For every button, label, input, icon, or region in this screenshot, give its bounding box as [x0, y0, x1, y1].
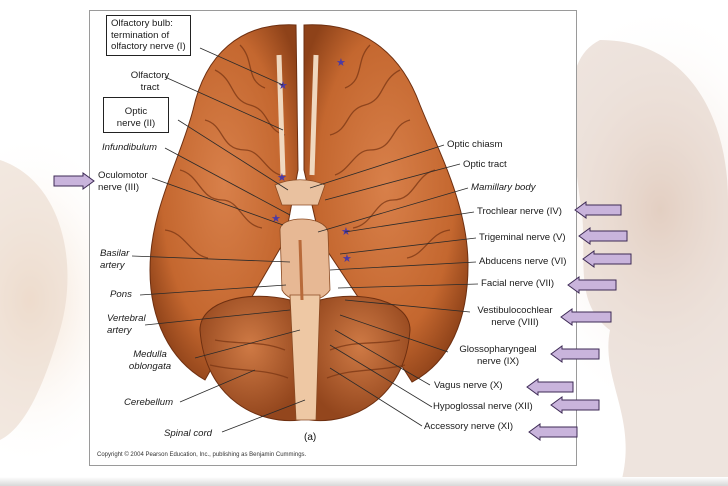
- label-basilar-artery: Basilar artery: [100, 248, 130, 271]
- pons-shape: [279, 218, 331, 302]
- brainstem: [289, 294, 321, 421]
- arrow-left-icon: [582, 250, 632, 268]
- label-optic-tract: Optic tract: [463, 159, 507, 170]
- label-spinal-cord: Spinal cord: [164, 428, 212, 439]
- arrow-left-icon: [578, 227, 628, 245]
- label-medulla: Medulla oblongata: [128, 349, 172, 372]
- label-olfactory-bulb: Olfactory bulb: termination of olfactory…: [106, 15, 191, 56]
- arrow-left-icon: [567, 276, 617, 294]
- label-infundibulum: Infundibulum: [102, 142, 157, 153]
- label-cerebellum: Cerebellum: [124, 397, 174, 408]
- label-vagus: Vagus nerve (X): [434, 380, 503, 391]
- label-trigeminal: Trigeminal nerve (V): [479, 232, 566, 243]
- arrow-left-icon: [526, 378, 574, 396]
- label-facial: Facial nerve (VII): [481, 278, 555, 289]
- arrow-left-icon: [550, 345, 600, 363]
- label-trochlear: Trochlear nerve (IV): [477, 206, 562, 217]
- arrow-left-icon: [560, 308, 612, 326]
- label-pons: Pons: [110, 289, 132, 300]
- svg-text:★: ★: [342, 252, 352, 265]
- svg-text:★: ★: [278, 79, 288, 92]
- optic-chiasm: [274, 179, 326, 206]
- cerebellum: [199, 295, 301, 422]
- label-optic-chiasm: Optic chiasm: [447, 139, 503, 150]
- svg-text:★: ★: [336, 56, 346, 69]
- label-optic-nerve: Optic nerve (II): [103, 97, 169, 133]
- label-vestibulocochlear: Vestibulocochlear nerve (VIII): [477, 305, 553, 328]
- label-accessory: Accessory nerve (XI): [424, 421, 514, 432]
- label-oculomotor: Oculomotor nerve (III): [98, 170, 148, 193]
- label-vertebral-artery: Vertebral artery: [107, 313, 146, 336]
- svg-text:★: ★: [271, 212, 281, 225]
- label-mamillary-body: Mamillary body: [471, 182, 536, 193]
- copyright-notice: Copyright © 2004 Pearson Education, Inc.…: [97, 452, 307, 458]
- label-hypoglossal: Hypoglossal nerve (XII): [433, 401, 533, 412]
- leader-lines: [131, 47, 479, 433]
- arrow-left-icon: [574, 201, 622, 219]
- arrow-right-icon: [53, 172, 95, 190]
- right-hemisphere: [303, 24, 469, 383]
- label-abducens: Abducens nerve (VI): [479, 256, 567, 267]
- label-glossopharyngeal: Glossopharyngeal nerve (IX): [459, 344, 537, 367]
- left-hemisphere: [149, 24, 299, 381]
- arrow-left-icon: [550, 396, 600, 414]
- figure-label: (a): [304, 432, 317, 443]
- svg-text:★: ★: [277, 171, 287, 184]
- label-olfactory-tract: Olfactory tract: [130, 70, 170, 93]
- slide-bottom-bar: [0, 477, 728, 486]
- arrow-left-icon: [528, 423, 578, 441]
